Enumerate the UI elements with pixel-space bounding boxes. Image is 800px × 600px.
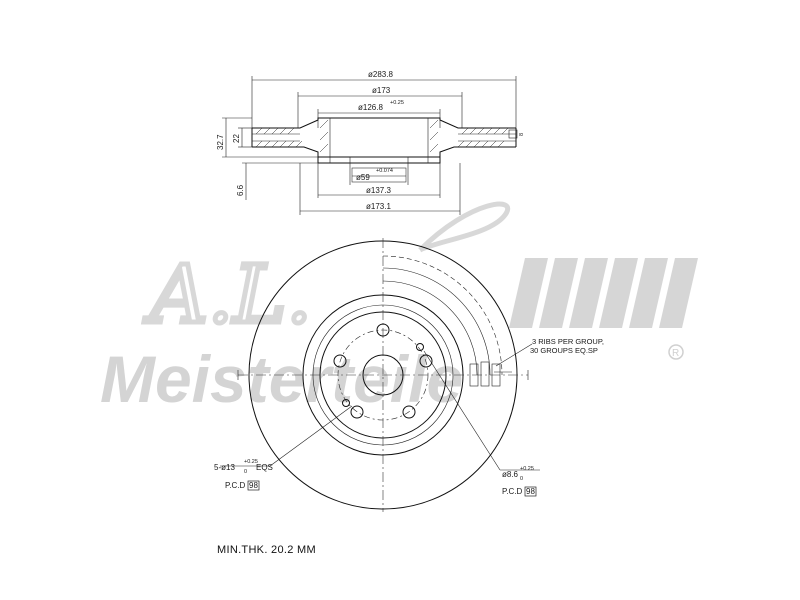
bolt-pcd-value: 98 [249, 481, 258, 490]
bolt-hole-tol-top: +0.25 [244, 459, 258, 465]
dim-center-hole: ø59 [356, 173, 370, 182]
pin-hole-tol-bottom: 0 [520, 476, 523, 482]
pin-hole [416, 343, 424, 351]
min-thickness-note: MIN.THK. 20.2 MM [217, 544, 316, 556]
section-view: ø283.8 ø173 ø126.8 +0.25 [216, 70, 525, 215]
rib-detail [469, 361, 512, 387]
dim-vent-gap: 8 [519, 133, 525, 136]
pin-hole-label: ø8.6 [502, 470, 519, 479]
dim-center-hole-tol: +0.074 [376, 168, 393, 174]
dim-bore-tol: +0.25 [390, 100, 404, 106]
watermark: A.L. Meisterteile R [100, 201, 698, 416]
bolt-hole [350, 405, 364, 419]
watermark-script: A.L. [143, 248, 312, 341]
pin-pcd-box [524, 486, 537, 497]
bolt-hole-label: 5-ø13 [214, 463, 235, 472]
dim-hub-thickness: 6.6 [236, 184, 245, 196]
bolt-hole [419, 354, 433, 368]
bolt-hole [402, 405, 416, 419]
dim-disc-thickness: 22 [232, 134, 241, 143]
dim-hub-outer: ø173.1 [366, 202, 391, 211]
registered-mark: R [672, 348, 679, 359]
dim-total-height: 32.7 [216, 134, 225, 150]
rib-note-line2: 30 GROUPS EQ.SP [530, 346, 598, 355]
pin-hole-tol-top: +0.25 [520, 466, 534, 472]
dim-bore-diameter: ø126.8 [358, 103, 383, 112]
disc-section-outline [251, 117, 518, 164]
dim-outer-diameter: ø283.8 [368, 70, 393, 79]
dim-hat-diameter: ø173 [372, 86, 391, 95]
bolt-hole [333, 354, 347, 368]
watermark-swash [418, 201, 511, 253]
bolt-hole-tol-bottom: 0 [244, 469, 247, 475]
plan-view: 3 RIBS PER GROUP, 30 GROUPS EQ.SP 5-ø13 … [214, 238, 604, 512]
rib-note-line1: 3 RIBS PER GROUP, [532, 337, 604, 346]
watermark-stripes [509, 258, 698, 328]
pin-pcd-value: 98 [526, 487, 535, 496]
bolt-hole-suffix: EQS [256, 463, 273, 472]
dim-hub-inner: ø137.3 [366, 186, 391, 195]
pin-hole [342, 399, 350, 407]
pin-pcd-label: P.C.D [502, 487, 523, 496]
pin-holes [342, 343, 424, 407]
registered-mark-circle [668, 344, 684, 360]
section-hatching [255, 119, 509, 153]
watermark-brand: Meisterteile [100, 342, 463, 416]
bolt-pcd-box [247, 480, 260, 491]
bolt-pcd-label: P.C.D [225, 481, 246, 490]
